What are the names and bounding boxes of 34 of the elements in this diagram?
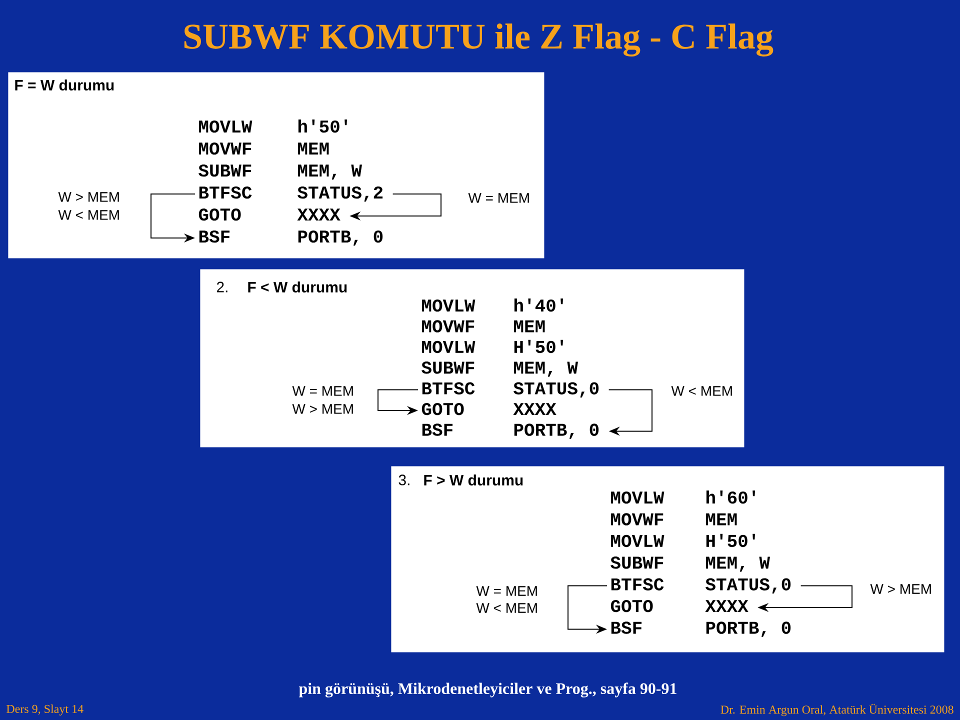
condition-label: W = MEM bbox=[476, 586, 537, 596]
code-line: MOVLW H'50' bbox=[611, 534, 755, 548]
code-line: BTFSC STATUS,2 bbox=[199, 186, 383, 202]
code-line: BSF PORTB, 0 bbox=[199, 230, 383, 246]
arrow bbox=[608, 389, 652, 436]
code-line: SUBWF MEM, W bbox=[610, 556, 770, 572]
caption: pin görünüşü, Mikrodenetleyiciler ve Prog., sayfa 90-91 bbox=[298, 682, 676, 698]
code-line: GOTO XXXX bbox=[198, 208, 340, 221]
code-line: BSF PORTB, 0 bbox=[611, 622, 791, 637]
code-line: MOVLW h'60' bbox=[611, 490, 755, 504]
footer-text: Dr. Emin Argun Oral, Atatürk Üniversitesi 2008 bbox=[720, 704, 954, 716]
code-line: BTFSC STATUS,0 bbox=[422, 382, 599, 398]
code-line: MOVLW h'40' bbox=[422, 298, 563, 312]
code-line: MOVWF MEM bbox=[611, 513, 737, 526]
condition-label: W > MEM bbox=[58, 192, 119, 202]
code-line: BTFSC STATUS,0 bbox=[611, 578, 791, 594]
condition-label: W < MEM bbox=[671, 386, 732, 396]
code-line: GOTO XXXX bbox=[610, 600, 748, 612]
condition-label: W < MEM bbox=[58, 210, 119, 220]
slide-title: SUBWF KOMUTU ile Z Flag - C Flag bbox=[184, 24, 774, 56]
condition-label: W > MEM bbox=[292, 404, 353, 414]
code-line: SUBWF MEM, W bbox=[422, 362, 578, 377]
code-line: MOVLW h'50' bbox=[199, 119, 347, 133]
code-line: SUBWF MEM, W bbox=[198, 164, 362, 180]
footer-text: Ders 9, Slayt 14 bbox=[6, 704, 84, 716]
code-line: MOVWF MEM bbox=[199, 142, 329, 155]
condition-label: W > MEM bbox=[870, 584, 931, 594]
condition-label: W = MEM bbox=[292, 386, 353, 396]
condition-label: W = MEM bbox=[468, 193, 529, 203]
condition-label: W < MEM bbox=[476, 603, 537, 613]
code-line: GOTO XXXX bbox=[422, 402, 556, 416]
code-line: BSF PORTB, 0 bbox=[422, 424, 599, 439]
code-line: MOVLW H'50' bbox=[422, 340, 563, 354]
code-line: MOVWF MEM bbox=[422, 320, 545, 332]
